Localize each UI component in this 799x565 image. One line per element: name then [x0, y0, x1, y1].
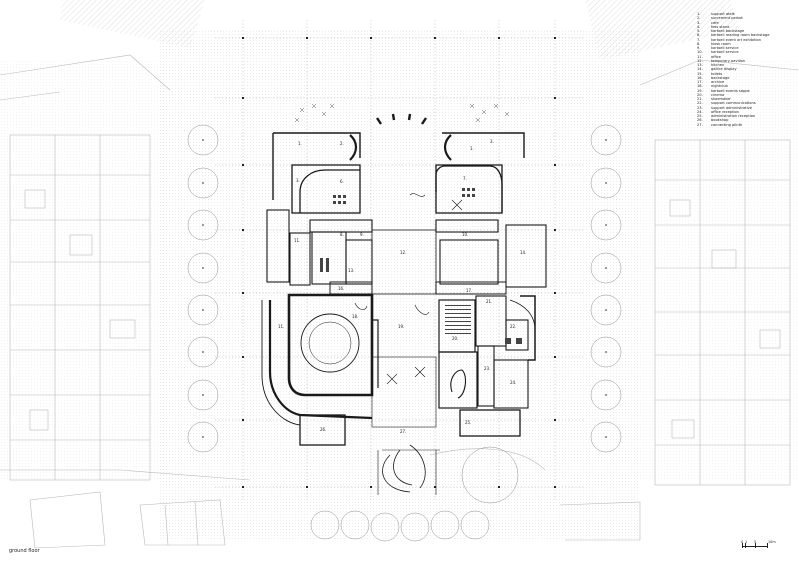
room-label: 17. [466, 288, 472, 293]
legend-item: 11.office [697, 54, 721, 59]
legend-item: 22.support communications [697, 101, 756, 106]
legend-item: 13.kitchen [697, 63, 725, 67]
room-label: 14. [520, 250, 526, 255]
legend-item: 4.fess stand [697, 24, 730, 29]
room-label: 25. [465, 420, 471, 425]
scale-label: 0 [741, 540, 744, 544]
room-number-labels: 1. 2. 3. 3. 6. 7. 8. 9. 10. 11. 12. 13. … [278, 139, 526, 434]
room-label: 3. [296, 178, 300, 183]
room-label: 19. [398, 324, 404, 329]
room-label: 7. [463, 176, 467, 181]
drawing-caption: ground floor [9, 548, 40, 554]
room-label: 10. [462, 232, 468, 237]
room-label: 11. [294, 238, 300, 243]
room-label: 6. [340, 179, 344, 184]
legend-item: 15.toilets [697, 71, 723, 76]
room-label: 18. [352, 314, 358, 319]
context-blocks-bottom [0, 448, 641, 549]
scale-tick [742, 543, 743, 548]
scale-tick [745, 543, 746, 548]
legend-item: 23.support administrative [697, 105, 752, 110]
room-label: 13. [348, 268, 354, 273]
scale-label: 10m [768, 540, 776, 544]
room-label: 9. [360, 232, 364, 237]
scale-label: 1 [745, 540, 748, 544]
room-label: 12. [400, 250, 406, 255]
scale-tick [767, 543, 768, 548]
legend-item: 16.backstage [697, 75, 730, 80]
legend-item: 14.gallice display [697, 67, 737, 72]
legend-item: 8.kiosk room [697, 41, 731, 46]
legend-item: 5.kartoeil backstage [697, 29, 745, 33]
room-label: 24. [510, 380, 516, 385]
tree-trunks [202, 139, 607, 438]
room-label: 11. [278, 324, 284, 329]
legend-item: 24.office reception [697, 109, 739, 114]
legend-item: 25.administration reception [697, 114, 756, 118]
room-label: 2. [340, 141, 344, 146]
legend-item: 26.bookshop [697, 118, 729, 123]
room-label: 20. [452, 336, 458, 341]
room-label: 23. [484, 366, 490, 371]
room-label: 26. [320, 427, 326, 432]
grid-markers [242, 37, 556, 488]
legend-item: 18.nightclub [697, 84, 728, 89]
legend-item: 20.cinema [697, 92, 725, 97]
interior-furniture [320, 188, 522, 344]
room-label: 8. [340, 232, 344, 237]
column-grid [215, 20, 585, 500]
room-label: 21. [486, 299, 492, 304]
legend-item: 9.kartoeil service [697, 46, 739, 50]
legend-item: 2.surcement perkot [697, 16, 743, 21]
room-label: 22. [510, 324, 516, 329]
room-label: 1. [298, 141, 302, 146]
legend-item: 17.archive [697, 80, 725, 84]
room-label: 1. [470, 146, 474, 151]
context-blocks-left [0, 54, 171, 481]
site-paving [0, 30, 799, 540]
scale-tick [755, 543, 756, 548]
plaza-planting [294, 103, 510, 123]
scale-bar: 0 1 5 10m [741, 540, 778, 554]
legend-item: 10.kartoeil service [697, 50, 739, 55]
legend-item: 6.kartoeil reading room backstage [697, 33, 770, 38]
room-label: 3. [490, 139, 494, 144]
room-legend: 1.support atelk 2.surcement perkot 3.caf… [697, 12, 793, 127]
neighbouring-rooftops [60, 0, 740, 60]
legend-item: 1.support atelk [697, 12, 735, 16]
scale-label: 5 [754, 540, 757, 544]
context-blocks-right [639, 59, 799, 486]
building-footprint [261, 113, 547, 495]
legend-item: 12.temporary pavilion [697, 58, 746, 63]
room-label: 16. [338, 286, 344, 291]
legend-item: 19.kartoeil events sappe [697, 88, 750, 93]
legend-item: 27.connecting plinth [697, 122, 743, 127]
legend-item: 3.cafe [697, 20, 719, 25]
street-trees [187, 124, 622, 542]
legend-item: 21.shoemaker [697, 97, 731, 101]
room-label: 27. [400, 429, 406, 434]
legend-item: 7.kartoeil event art exhibition [697, 37, 761, 42]
